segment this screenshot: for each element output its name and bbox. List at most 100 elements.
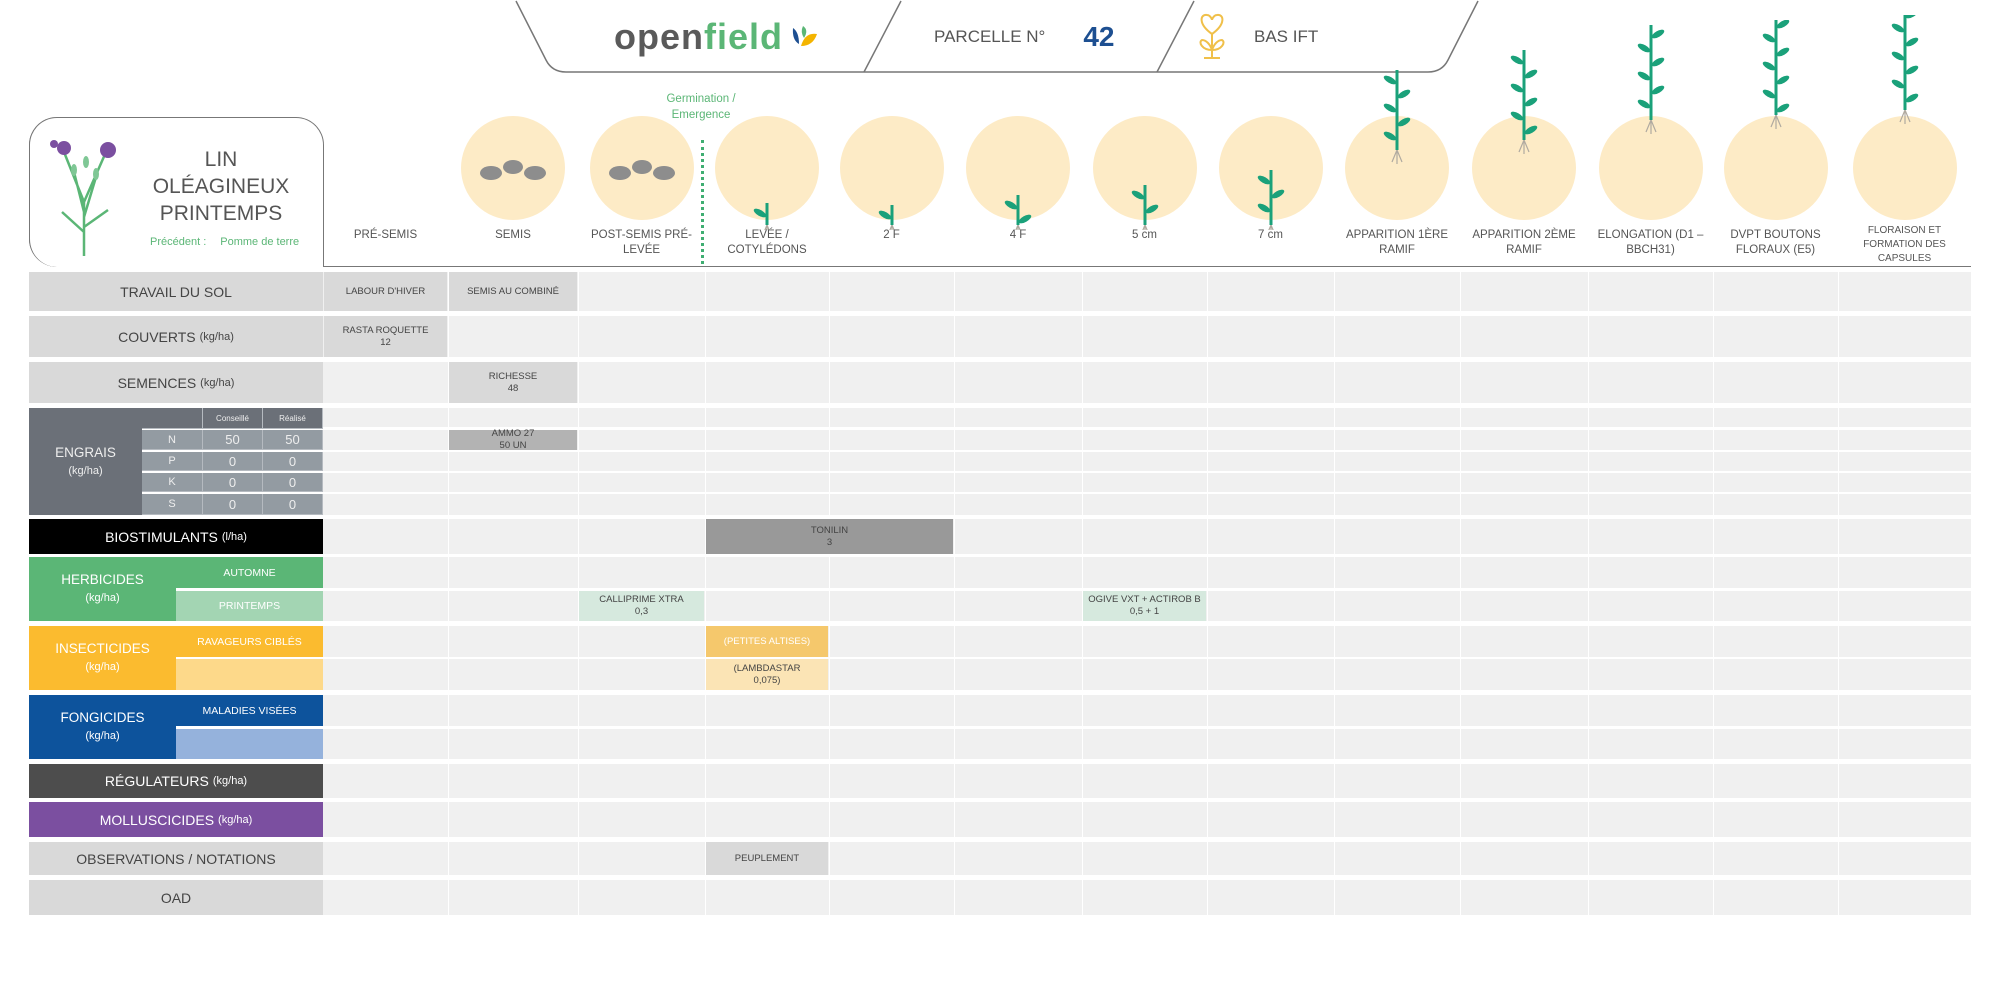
grid-column-divider: [1713, 659, 1714, 690]
flax-plant-icon: [50, 140, 116, 256]
intervention-text: 12: [380, 336, 391, 348]
grid-row-fong_top: [323, 695, 1971, 726]
engrais-cell: K: [142, 473, 203, 492]
grid-column-divider: [1838, 591, 1839, 621]
grid-column-divider: [1334, 591, 1335, 621]
germination-marker-line: [701, 140, 704, 264]
grid-column-divider: [829, 408, 830, 427]
grid-column-divider: [1588, 695, 1589, 726]
grid-column-divider: [1460, 272, 1461, 311]
grid-column-divider: [1207, 408, 1208, 427]
grid-column-divider: [1588, 880, 1589, 915]
grid-column-divider: [1713, 473, 1714, 492]
stage-label: 4 F: [1009, 229, 1027, 241]
grid-column-divider: [1460, 802, 1461, 837]
grid-column-divider: [1082, 764, 1083, 798]
grid-column-divider: [1588, 408, 1589, 427]
grid-column-divider: [1460, 842, 1461, 875]
grid-column-divider: [954, 880, 955, 915]
row-label-text: BIOSTIMULANTS: [105, 528, 218, 545]
grid-column-divider: [1082, 452, 1083, 471]
grid-column-divider: [448, 430, 449, 450]
grid-column-divider: [578, 452, 579, 471]
sub-label-insect_bottom: [176, 659, 323, 690]
grid-column-divider: [1460, 452, 1461, 471]
row-label-text: HERBICIDES: [61, 572, 144, 587]
stage-label: POST-SEMIS PRÉ-LEVÉE: [591, 229, 692, 256]
grid-column-divider: [1082, 626, 1083, 657]
grid-column-divider: [1082, 557, 1083, 588]
grid-column-divider: [705, 316, 706, 357]
intervention-cell[interactable]: SEMIS AU COMBINÉ: [449, 272, 577, 311]
plant-stage-icon: [737, 120, 797, 239]
row-label-text: TRAVAIL DU SOL: [120, 283, 232, 300]
grid-row-regulateurs: [323, 764, 1971, 798]
intervention-cell[interactable]: (PETITES ALTISES): [706, 626, 828, 657]
intervention-text: (LAMBDASTAR: [733, 662, 801, 674]
grid-row-engrais_p: [323, 452, 1971, 471]
row-unit: (kg/ha): [212, 775, 248, 787]
grid-column-divider: [954, 764, 955, 798]
grid-column-divider: [1207, 764, 1208, 798]
intervention-text: PEUPLEMENT: [734, 852, 800, 864]
stage-label: SEMIS: [495, 229, 531, 241]
grid-column-divider: [1713, 519, 1714, 554]
grid-column-divider: [1082, 729, 1083, 759]
engrais-cell: [142, 408, 203, 429]
grid-column-divider: [448, 452, 449, 471]
intervention-text: 48: [507, 382, 519, 394]
grid-column-divider: [829, 764, 830, 798]
banner-shape: [515, 0, 1479, 73]
stage-label: 7 cm: [1258, 229, 1283, 241]
grid-column-divider: [1588, 842, 1589, 875]
row-label-observations: OBSERVATIONS / NOTATIONS: [29, 842, 323, 875]
grid-column-divider: [448, 408, 449, 427]
intervention-cell[interactable]: PEUPLEMENT: [706, 842, 828, 875]
intervention-text: AMMO 27: [491, 428, 535, 439]
grid-column-divider: [1207, 842, 1208, 875]
grid-column-divider: [1207, 659, 1208, 690]
grid-column-divider: [829, 557, 830, 588]
row-label-travail: TRAVAIL DU SOL: [29, 272, 323, 311]
grid-column-divider: [1207, 430, 1208, 450]
grid-column-divider: [705, 842, 706, 875]
grid-column-divider: [1713, 764, 1714, 798]
grid-column-divider: [1082, 880, 1083, 915]
grid-column-divider: [1838, 494, 1839, 515]
grid-column-divider: [829, 452, 830, 471]
engrais-cell: 0: [263, 452, 323, 471]
grid-column-divider: [1838, 316, 1839, 357]
row-label-regulateurs: RÉGULATEURS(kg/ha): [29, 764, 323, 798]
grid-column-divider: [1460, 430, 1461, 450]
grid-column-divider: [1588, 452, 1589, 471]
grid-column-divider: [829, 591, 830, 621]
grid-column-divider: [1207, 626, 1208, 657]
intervention-cell[interactable]: LABOUR D'HIVER: [324, 272, 447, 311]
grid-column-divider: [1713, 729, 1714, 759]
grid-column-divider: [1082, 802, 1083, 837]
grid-column-divider: [954, 408, 955, 427]
grid-column-divider: [705, 408, 706, 427]
grid-column-divider: [1334, 659, 1335, 690]
grid-column-divider: [1460, 764, 1461, 798]
grid-column-divider: [829, 626, 830, 657]
grid-column-divider: [1460, 473, 1461, 492]
grid-column-divider: [448, 557, 449, 588]
previous-crop-label: Précédent :: [150, 236, 207, 248]
previous-crop: Précédent :Pomme de terre: [150, 236, 299, 248]
grid-column-divider: [1334, 272, 1335, 311]
grid-column-divider: [578, 591, 579, 621]
grid-column-divider: [829, 659, 830, 690]
grid-column-divider: [705, 729, 706, 759]
grid-column-divider: [1334, 452, 1335, 471]
engrais-cell: N: [142, 430, 203, 450]
grid-column-divider: [705, 659, 706, 690]
